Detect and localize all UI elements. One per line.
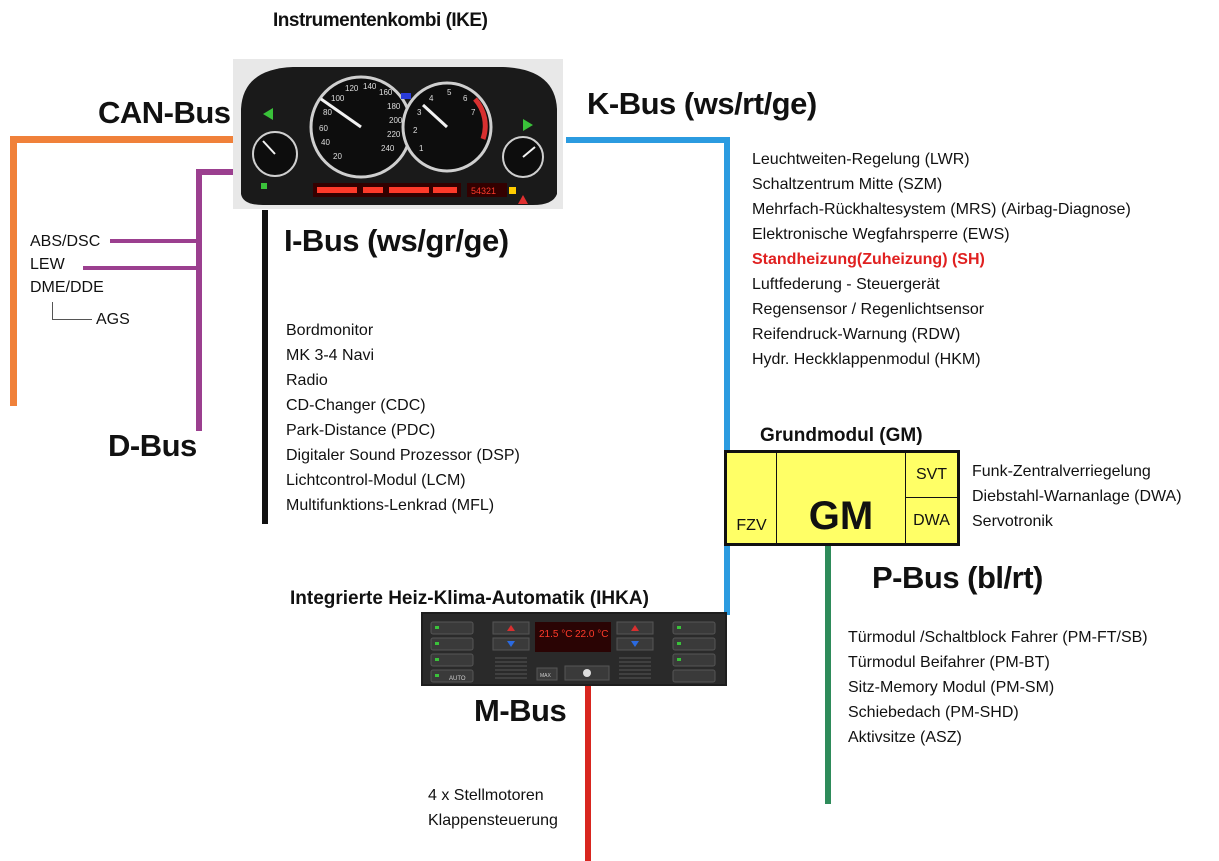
ihka-auto-label: AUTO bbox=[449, 676, 466, 682]
i-bus-item: Bordmonitor bbox=[286, 322, 374, 339]
svg-text:20: 20 bbox=[333, 152, 342, 161]
gm-dwa-label: DWA bbox=[913, 511, 950, 529]
ihka-title: Integrierte Heiz-Klima-Automatik (IHKA) bbox=[290, 588, 649, 609]
k-bus-item: Mehrfach-Rückhaltesystem (MRS) (Airbag-D… bbox=[752, 201, 1131, 218]
k-bus-wire-vertical bbox=[724, 137, 730, 615]
d-bus-branch-abs bbox=[110, 239, 196, 243]
k-bus-items: Leuchtweiten-Regelung (LWR) Schaltzentru… bbox=[752, 147, 1131, 372]
gm-feature: Funk-Zentralverriegelung bbox=[972, 463, 1151, 480]
can-item-lew: LEW bbox=[30, 256, 65, 273]
k-bus-item-highlight: Standheizung(Zuheizung) (SH) bbox=[752, 251, 985, 268]
svg-text:7: 7 bbox=[471, 108, 476, 117]
can-bus-title: CAN-Bus bbox=[98, 95, 231, 130]
p-bus-item: Aktivsitze (ASZ) bbox=[848, 729, 962, 746]
k-bus-item: Leuchtweiten-Regelung (LWR) bbox=[752, 151, 970, 168]
gm-cell-fzv: FZV bbox=[727, 453, 777, 543]
ike-title: Instrumentenkombi (IKE) bbox=[273, 10, 488, 31]
m-bus-items: 4 x Stellmotoren Klappensteuerung bbox=[428, 783, 558, 833]
svg-text:180: 180 bbox=[387, 102, 401, 111]
p-bus-item: Türmodul Beifahrer (PM-BT) bbox=[848, 654, 1050, 671]
i-bus-item: MK 3-4 Navi bbox=[286, 347, 375, 364]
gm-cell-center: GM bbox=[777, 453, 905, 543]
p-bus-item: Türmodul /Schaltblock Fahrer (PM-FT/SB) bbox=[848, 629, 1148, 646]
p-bus-item: Sitz-Memory Modul (PM-SM) bbox=[848, 679, 1055, 696]
gm-module-box: FZV GM SVT DWA bbox=[724, 450, 960, 546]
ihka-max-label: MAX bbox=[540, 673, 552, 679]
k-bus-item: Schaltzentrum Mitte (SZM) bbox=[752, 176, 943, 193]
svg-text:140: 140 bbox=[363, 82, 377, 91]
i-bus-item: Radio bbox=[286, 372, 328, 389]
svg-text:5: 5 bbox=[447, 88, 452, 97]
i-bus-item: CD-Changer (CDC) bbox=[286, 397, 426, 414]
ihka-temp-right: 22.0 °C bbox=[575, 629, 608, 640]
ihka-panel-image: AUTO 21.5 °C 22.0 °C MAX bbox=[421, 612, 727, 686]
svg-text:4: 4 bbox=[429, 94, 434, 103]
ags-connector-vertical bbox=[52, 302, 53, 320]
d-bus-wire-top bbox=[196, 169, 240, 175]
svg-text:2: 2 bbox=[413, 126, 418, 135]
i-bus-item: Lichtcontrol-Modul (LCM) bbox=[286, 472, 466, 489]
k-bus-item: Elektronische Wegfahrsperre (EWS) bbox=[752, 226, 1010, 243]
p-bus-title: P-Bus (bl/rt) bbox=[872, 560, 1043, 595]
d-bus-title: D-Bus bbox=[108, 428, 197, 463]
m-bus-wire bbox=[585, 685, 591, 861]
gm-cell-svt: SVT bbox=[905, 453, 957, 498]
svg-text:3: 3 bbox=[417, 108, 422, 117]
i-bus-item: Multifunktions-Lenkrad (MFL) bbox=[286, 497, 495, 514]
svg-text:200: 200 bbox=[389, 116, 403, 125]
gm-title: Grundmodul (GM) bbox=[760, 425, 923, 446]
k-bus-item: Hydr. Heckklappenmodul (HKM) bbox=[752, 351, 981, 368]
can-bus-items: ABS/DSC LEW DME/DDE bbox=[30, 229, 104, 300]
gm-fzv-label: FZV bbox=[736, 517, 767, 534]
i-bus-item: Park-Distance (PDC) bbox=[286, 422, 436, 439]
odometer-display: 54321 bbox=[471, 186, 496, 196]
svg-text:240: 240 bbox=[381, 144, 395, 153]
i-bus-wire bbox=[262, 210, 268, 524]
m-bus-item: 4 x Stellmotoren bbox=[428, 787, 544, 804]
can-item-abs-dsc: ABS/DSC bbox=[30, 233, 101, 250]
gm-feature: Servotronik bbox=[972, 513, 1053, 530]
svg-text:40: 40 bbox=[321, 138, 330, 147]
svg-text:160: 160 bbox=[379, 88, 393, 97]
can-item-dme-dde: DME/DDE bbox=[30, 279, 104, 296]
k-bus-item: Regensensor / Regenlichtsensor bbox=[752, 301, 985, 318]
k-bus-wire-top bbox=[566, 137, 730, 143]
svg-text:100: 100 bbox=[331, 94, 345, 103]
svg-text:80: 80 bbox=[323, 108, 332, 117]
svg-text:220: 220 bbox=[387, 130, 401, 139]
i-bus-items: Bordmonitor MK 3-4 Navi Radio CD-Changer… bbox=[286, 318, 520, 518]
i-bus-title: I-Bus (ws/gr/ge) bbox=[284, 223, 509, 258]
svg-text:60: 60 bbox=[319, 124, 328, 133]
gm-svt-label: SVT bbox=[915, 466, 948, 483]
svg-text:1: 1 bbox=[419, 144, 424, 153]
svg-text:120: 120 bbox=[345, 84, 359, 93]
m-bus-title: M-Bus bbox=[474, 693, 567, 728]
can-item-ags: AGS bbox=[96, 311, 130, 328]
gm-center-label: GM bbox=[808, 493, 874, 538]
gm-feature: Diebstahl-Warnanlage (DWA) bbox=[972, 488, 1182, 505]
can-bus-wire-top bbox=[10, 136, 240, 143]
p-bus-wire bbox=[825, 546, 831, 804]
ihka-temp-left: 21.5 °C bbox=[539, 629, 572, 640]
gm-features: Funk-Zentralverriegelung Diebstahl-Warna… bbox=[972, 459, 1182, 534]
p-bus-item: Schiebedach (PM-SHD) bbox=[848, 704, 1019, 721]
k-bus-item: Reifendruck-Warnung (RDW) bbox=[752, 326, 961, 343]
m-bus-item: Klappensteuerung bbox=[428, 812, 558, 829]
ags-connector-horizontal bbox=[52, 319, 92, 320]
d-bus-branch-lew bbox=[83, 266, 196, 270]
can-bus-wire-vertical bbox=[10, 136, 17, 406]
d-bus-wire-vertical bbox=[196, 169, 202, 431]
gm-cell-dwa: DWA bbox=[905, 498, 957, 543]
k-bus-title: K-Bus (ws/rt/ge) bbox=[587, 86, 817, 121]
i-bus-item: Digitaler Sound Prozessor (DSP) bbox=[286, 447, 520, 464]
k-bus-item: Luftfederung - Steuergerät bbox=[752, 276, 940, 293]
svg-text:6: 6 bbox=[463, 94, 468, 103]
p-bus-items: Türmodul /Schaltblock Fahrer (PM-FT/SB) … bbox=[848, 625, 1148, 750]
